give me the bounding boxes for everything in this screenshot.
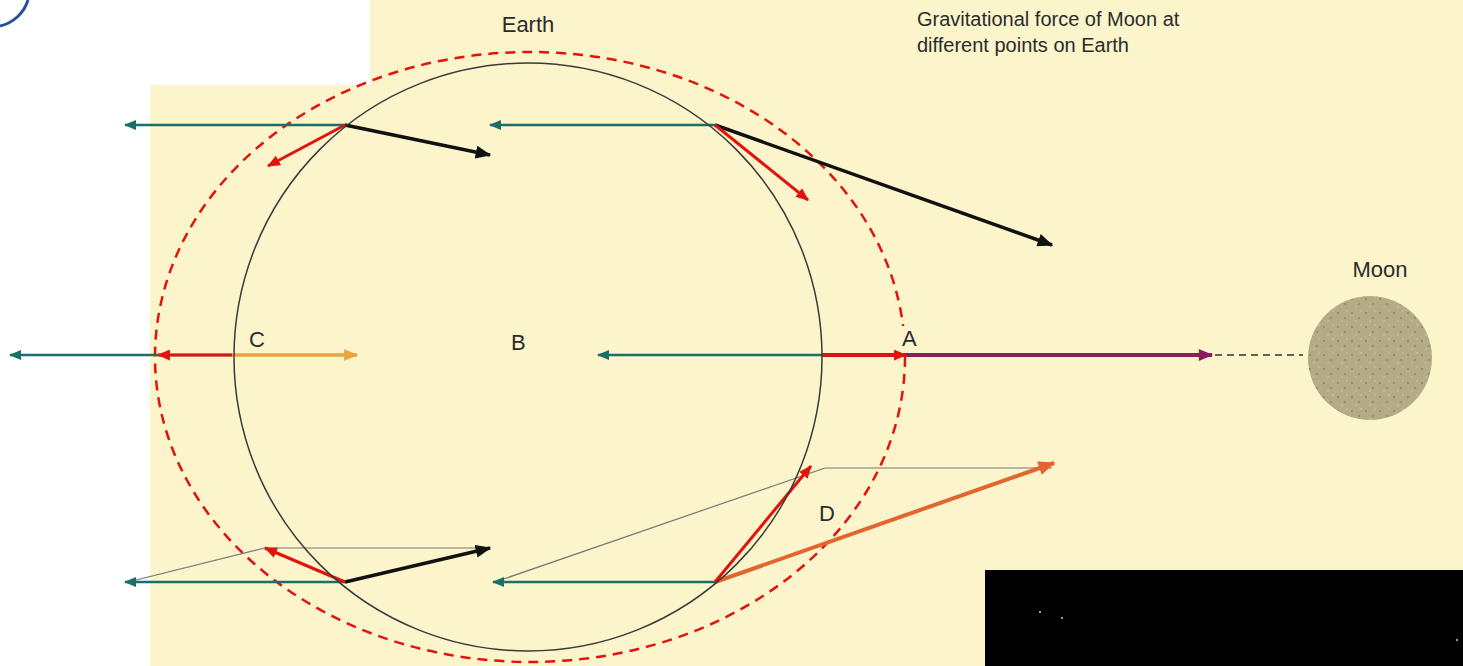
force-arrow <box>125 124 345 127</box>
guide-line <box>265 547 490 548</box>
tidal-arrow <box>158 354 232 357</box>
background-panel <box>150 85 1463 666</box>
tidal-bulge-outline <box>155 52 905 662</box>
point-label: A <box>900 326 919 351</box>
node-outline <box>233 62 823 652</box>
tidal-arrow <box>822 353 906 357</box>
gravity-arrow <box>345 548 490 582</box>
force-arrow <box>125 581 345 584</box>
force-arrow <box>10 354 232 357</box>
point-label: B <box>509 330 528 355</box>
node-shape <box>234 63 822 651</box>
force-arrow <box>490 124 715 127</box>
caption-note: Gravitational force of Moon at different… <box>915 6 1219 58</box>
guide-line <box>128 548 265 582</box>
direction-line <box>1215 354 1303 356</box>
node-outline <box>1307 295 1433 421</box>
moon-circle: Moon <box>1307 295 1433 421</box>
star-dot <box>1039 611 1041 613</box>
black-inset <box>985 570 1463 666</box>
gravity-arrow <box>715 463 1054 582</box>
tidal-arrow <box>268 125 345 166</box>
node-heading: Earth <box>502 12 555 38</box>
earth-circle: Earth <box>233 62 823 652</box>
guide-line <box>825 467 1052 468</box>
node-heading: Moon <box>1353 257 1408 283</box>
gravity-arrow <box>345 125 490 155</box>
force-arrow <box>493 581 715 584</box>
background-panel <box>370 0 1463 90</box>
gravity-arrow <box>822 353 1212 357</box>
tidal-arrow <box>715 466 811 582</box>
guide-line <box>495 468 825 582</box>
point-label: C <box>247 327 267 352</box>
gravity-arrow <box>232 353 357 357</box>
force-arrow <box>598 354 822 357</box>
tidal-arrow <box>715 125 808 200</box>
node-shape <box>1308 296 1432 420</box>
logo-arc <box>0 0 28 26</box>
point-label: D <box>817 501 837 526</box>
star-dot <box>1456 639 1458 641</box>
star-dot <box>1061 617 1063 619</box>
